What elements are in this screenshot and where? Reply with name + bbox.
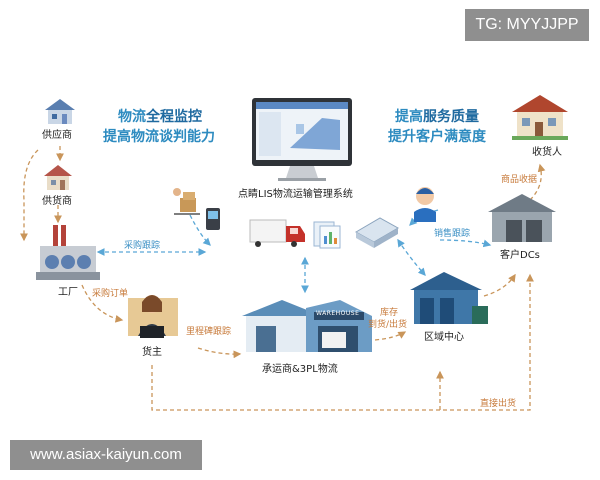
arrow-dc-to-consignee — [529, 163, 546, 201]
node-vendor: 供货商 — [42, 196, 72, 207]
truck-icon — [249, 219, 305, 247]
orange-flow-arrows — [20, 146, 546, 411]
arrow-supplier-to-factory — [20, 149, 39, 242]
arrow-region-to-dc — [483, 273, 516, 297]
node-supplier: 供应商 — [42, 130, 72, 141]
system-monitor-icon — [252, 98, 352, 181]
arrow-factory-to-shipper — [81, 284, 124, 323]
flow-direct-shipping: 直接出货 — [480, 399, 517, 409]
watermark-bottom-left: www.asiax-kaiyun.com — [10, 440, 202, 470]
node-consignee: 收货人 — [532, 147, 562, 158]
factory-icon — [36, 225, 100, 280]
customer-dc-icon — [488, 194, 556, 242]
shipper-person-icon — [128, 295, 178, 338]
arrow-sales-tracking — [439, 239, 492, 248]
node-regional-center: 区域中心 — [424, 332, 464, 343]
support-agent-icon — [414, 187, 436, 222]
slogan-left-line1: 物流全程监控 — [118, 109, 202, 125]
report-sheets-icon — [313, 221, 341, 249]
slogan-left-line2: 提高物流谈判能力 — [103, 129, 215, 145]
node-system: 点睛LIS物流运输管理系统 — [238, 189, 353, 200]
vendor-house-icon — [44, 165, 72, 190]
arrow-device-to-system — [189, 214, 211, 246]
node-customer-dc: 客户DCs — [500, 250, 540, 261]
flow-sales-tracking: 销售跟踪 — [434, 229, 471, 239]
flow-goods-receipt: 商品收据 — [501, 175, 538, 185]
slogan-right-line2: 提升客户满意度 — [388, 129, 486, 145]
handheld-scanner-icon — [206, 208, 220, 230]
warehouse-model-icon — [354, 217, 400, 248]
flow-purchase-order: 采购订单 — [92, 289, 129, 299]
carrier-warehouse-icon — [242, 300, 372, 352]
flow-inventory: 库存 — [380, 308, 399, 318]
regional-center-icon — [410, 272, 488, 324]
watermark-top-right: TG: MYYJJPP — [465, 9, 589, 41]
node-factory: 工厂 — [58, 287, 78, 298]
node-shipper: 货主 — [142, 347, 162, 358]
arrow-shipper-to-carrier — [197, 347, 242, 359]
flow-inbound-outbound: 到货/出货 — [368, 320, 408, 330]
flow-purchase-tracking: 采购跟踪 — [124, 241, 161, 251]
supplier-house-icon — [45, 99, 75, 124]
delivery-worker-icon — [173, 188, 200, 215]
slogan-right-line1: 提高服务质量 — [395, 109, 479, 125]
node-carrier: 承运商&3PL物流 — [262, 364, 338, 375]
arrow-system-region — [397, 238, 426, 276]
warehouse-sign: WAREHOUSE — [316, 310, 360, 317]
arrow-direct-shipping — [151, 273, 534, 411]
consignee-house-icon — [512, 95, 568, 140]
flow-milestone-tracking: 里程碑跟踪 — [186, 327, 232, 337]
arrow-carrier-to-region — [374, 331, 407, 341]
